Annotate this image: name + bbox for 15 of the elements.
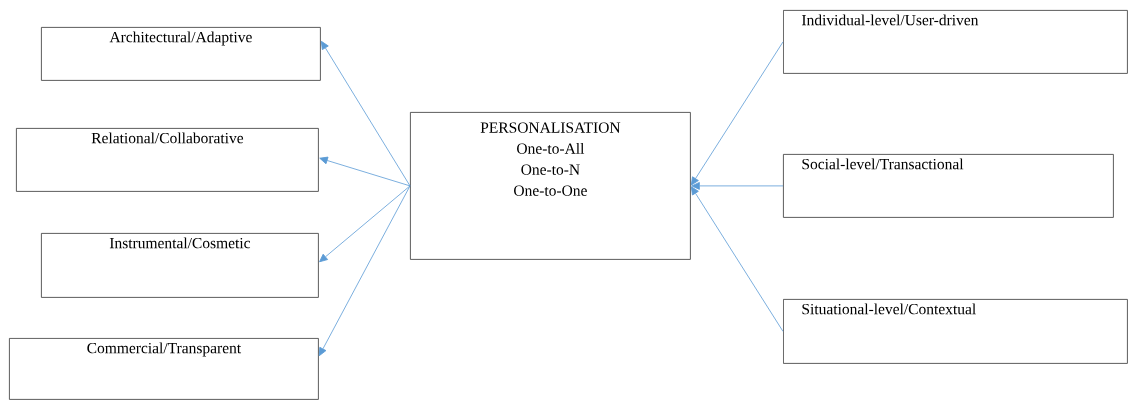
arrow (690, 41, 784, 186)
text-box: Relational/Collaborative (16, 128, 319, 192)
arrow (320, 40, 411, 187)
text-box: Social-level/Transactional (783, 154, 1114, 218)
text-box: Architectural/Adaptive (41, 27, 321, 81)
arrow (318, 185, 411, 357)
arrow (319, 185, 411, 263)
text-box: Situational-level/Contextual (783, 299, 1128, 364)
text-box: Individual-level/User-driven (783, 10, 1128, 74)
arrow (319, 156, 411, 187)
text-box: PERSONALISATION One-to-All One-to-N One-to-One (410, 112, 691, 260)
arrow (691, 182, 784, 190)
arrow (690, 186, 784, 332)
text-box: Instrumental/Cosmetic (41, 233, 319, 298)
text-box: Commercial/Transparent (9, 338, 319, 400)
